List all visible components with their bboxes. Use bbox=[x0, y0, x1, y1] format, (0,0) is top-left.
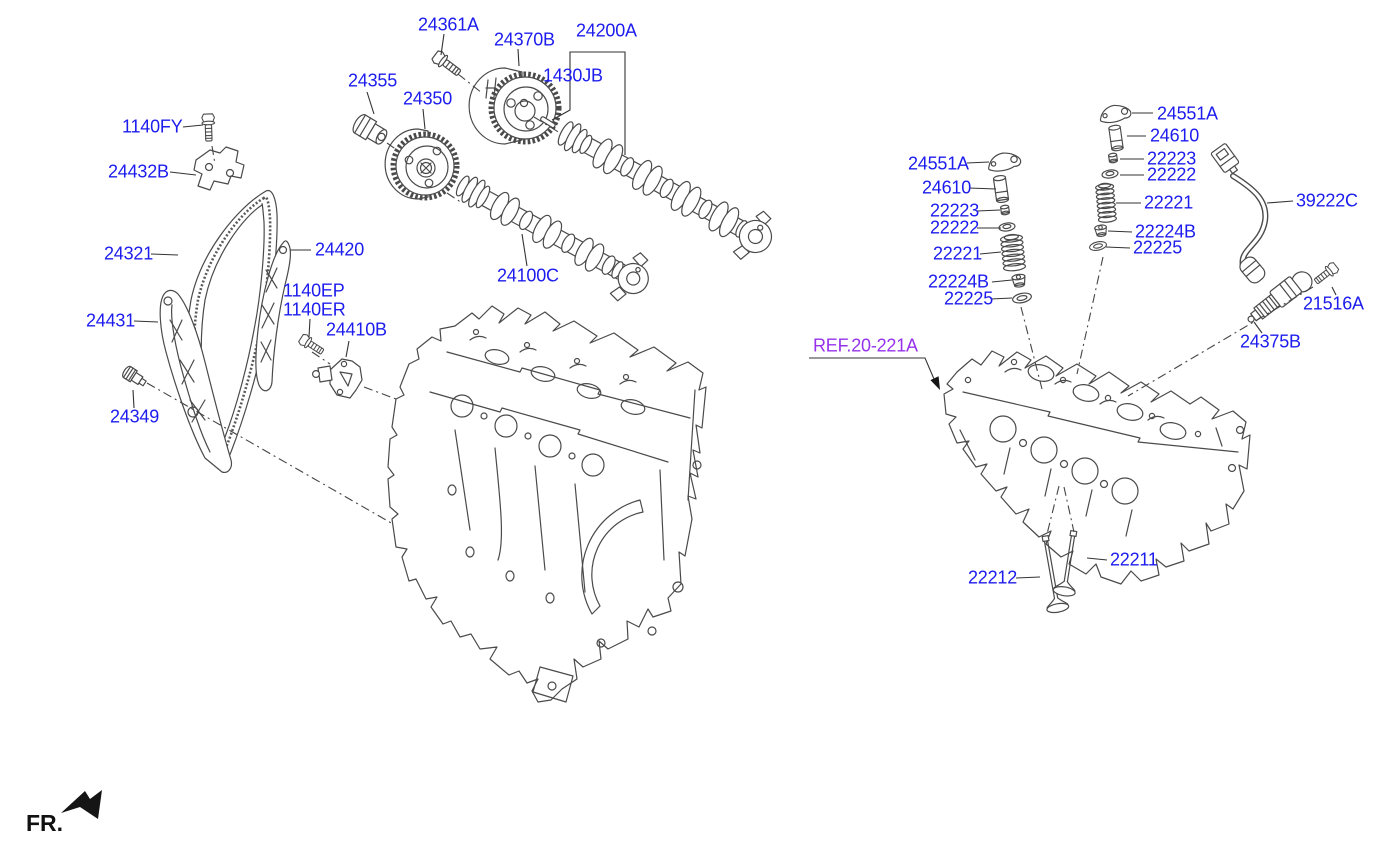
leader-line-24432b bbox=[169, 171, 197, 176]
fr-direction-arrow-icon bbox=[61, 790, 102, 819]
leader-line-24200a bbox=[551, 51, 626, 155]
assembly-axis-line-2 bbox=[386, 142, 398, 151]
bolt-24349-drawing bbox=[122, 365, 147, 387]
leader-line-24370b bbox=[517, 48, 520, 67]
leader-line-22224b-left bbox=[991, 279, 1013, 283]
spacer-24355-drawing bbox=[352, 114, 388, 145]
engine-block-drawing bbox=[387, 305, 707, 703]
chain-tensioner-drawing bbox=[312, 358, 363, 399]
woodruff-key-drawing bbox=[540, 116, 556, 129]
leader-line-1140fy bbox=[182, 124, 204, 128]
tensioner-arm-drawing bbox=[159, 289, 233, 473]
assembly-axis-line-5 bbox=[146, 382, 394, 525]
assembly-axis-line-3 bbox=[446, 192, 463, 204]
leader-line-24410b bbox=[345, 340, 350, 358]
bolt-21516a-drawing bbox=[1311, 260, 1341, 287]
ref-arrowhead bbox=[930, 376, 940, 390]
leader-lines-layer bbox=[132, 33, 1337, 579]
assembly-axis-line-9 bbox=[1076, 256, 1104, 375]
valve-exhaust-drawing bbox=[1052, 529, 1078, 597]
leader-line-24551a-left bbox=[966, 161, 990, 164]
bolt-1140ep-drawing bbox=[297, 332, 327, 358]
camshaft-exhaust-drawing bbox=[557, 121, 773, 260]
assembly-axis-line-6 bbox=[311, 351, 331, 365]
cvvt-gear-24370b-drawing bbox=[468, 67, 562, 145]
leader-line-22221-left bbox=[979, 251, 1002, 255]
valve-spring-left bbox=[999, 233, 1027, 272]
assembly-axis-line-8 bbox=[1020, 306, 1043, 390]
camshaft-intake-drawing bbox=[455, 175, 649, 302]
leader-line-21516a bbox=[1331, 286, 1337, 296]
valve-spring-right bbox=[1095, 182, 1117, 223]
leader-line-24375b bbox=[1253, 321, 1263, 334]
leader-line-39222c bbox=[1266, 200, 1294, 204]
valve-intake-drawing bbox=[1041, 534, 1070, 614]
leader-line-24361a bbox=[440, 33, 445, 56]
leader-line-24350 bbox=[422, 108, 426, 130]
leader-line-22223-left bbox=[976, 209, 1001, 212]
assembly-axis-line-11 bbox=[1063, 486, 1075, 533]
assembly-axis-line-4 bbox=[211, 145, 216, 165]
assembly-axis-line-1 bbox=[533, 116, 561, 134]
ocv-sensor-assembly bbox=[1210, 143, 1341, 323]
assembly-axis-line-7 bbox=[363, 386, 397, 400]
leader-line-22224b-right bbox=[1107, 230, 1133, 233]
leader-line-22212 bbox=[1015, 576, 1041, 579]
valve-stack-right bbox=[1088, 102, 1133, 253]
leader-line-24355 bbox=[366, 91, 375, 115]
leader-line-24100c bbox=[521, 233, 528, 267]
fr-label: FR. bbox=[26, 810, 64, 836]
leader-line-24610-left bbox=[968, 187, 997, 190]
connector-drawing bbox=[1210, 143, 1240, 175]
leader-line-ref-20-221a bbox=[809, 357, 935, 380]
assembly-axis-line-12 bbox=[1127, 286, 1314, 397]
bolt-1140fy-drawing bbox=[201, 113, 216, 142]
leader-line-22225-right bbox=[1105, 246, 1131, 249]
valve-stack-left bbox=[985, 149, 1033, 306]
leader-line-1140er bbox=[308, 318, 311, 338]
oil-control-valve-drawing bbox=[1247, 271, 1313, 323]
leader-line-24431 bbox=[133, 320, 159, 323]
cable-boot-drawing bbox=[1239, 256, 1266, 284]
leader-line-22211 bbox=[1086, 557, 1108, 561]
leader-line-24349 bbox=[132, 389, 135, 409]
leader-line-22225-left bbox=[990, 297, 1013, 300]
cvvt-gear-24350-drawing bbox=[384, 128, 460, 201]
assembly-axis-line-10 bbox=[1046, 485, 1060, 535]
chain-bracket-drawing bbox=[193, 146, 245, 191]
cylinder-head-drawing bbox=[943, 350, 1251, 585]
assembly-axis-line-0 bbox=[457, 73, 483, 94]
chain-guide-drawing bbox=[255, 240, 291, 392]
leader-line-24321 bbox=[150, 253, 179, 256]
